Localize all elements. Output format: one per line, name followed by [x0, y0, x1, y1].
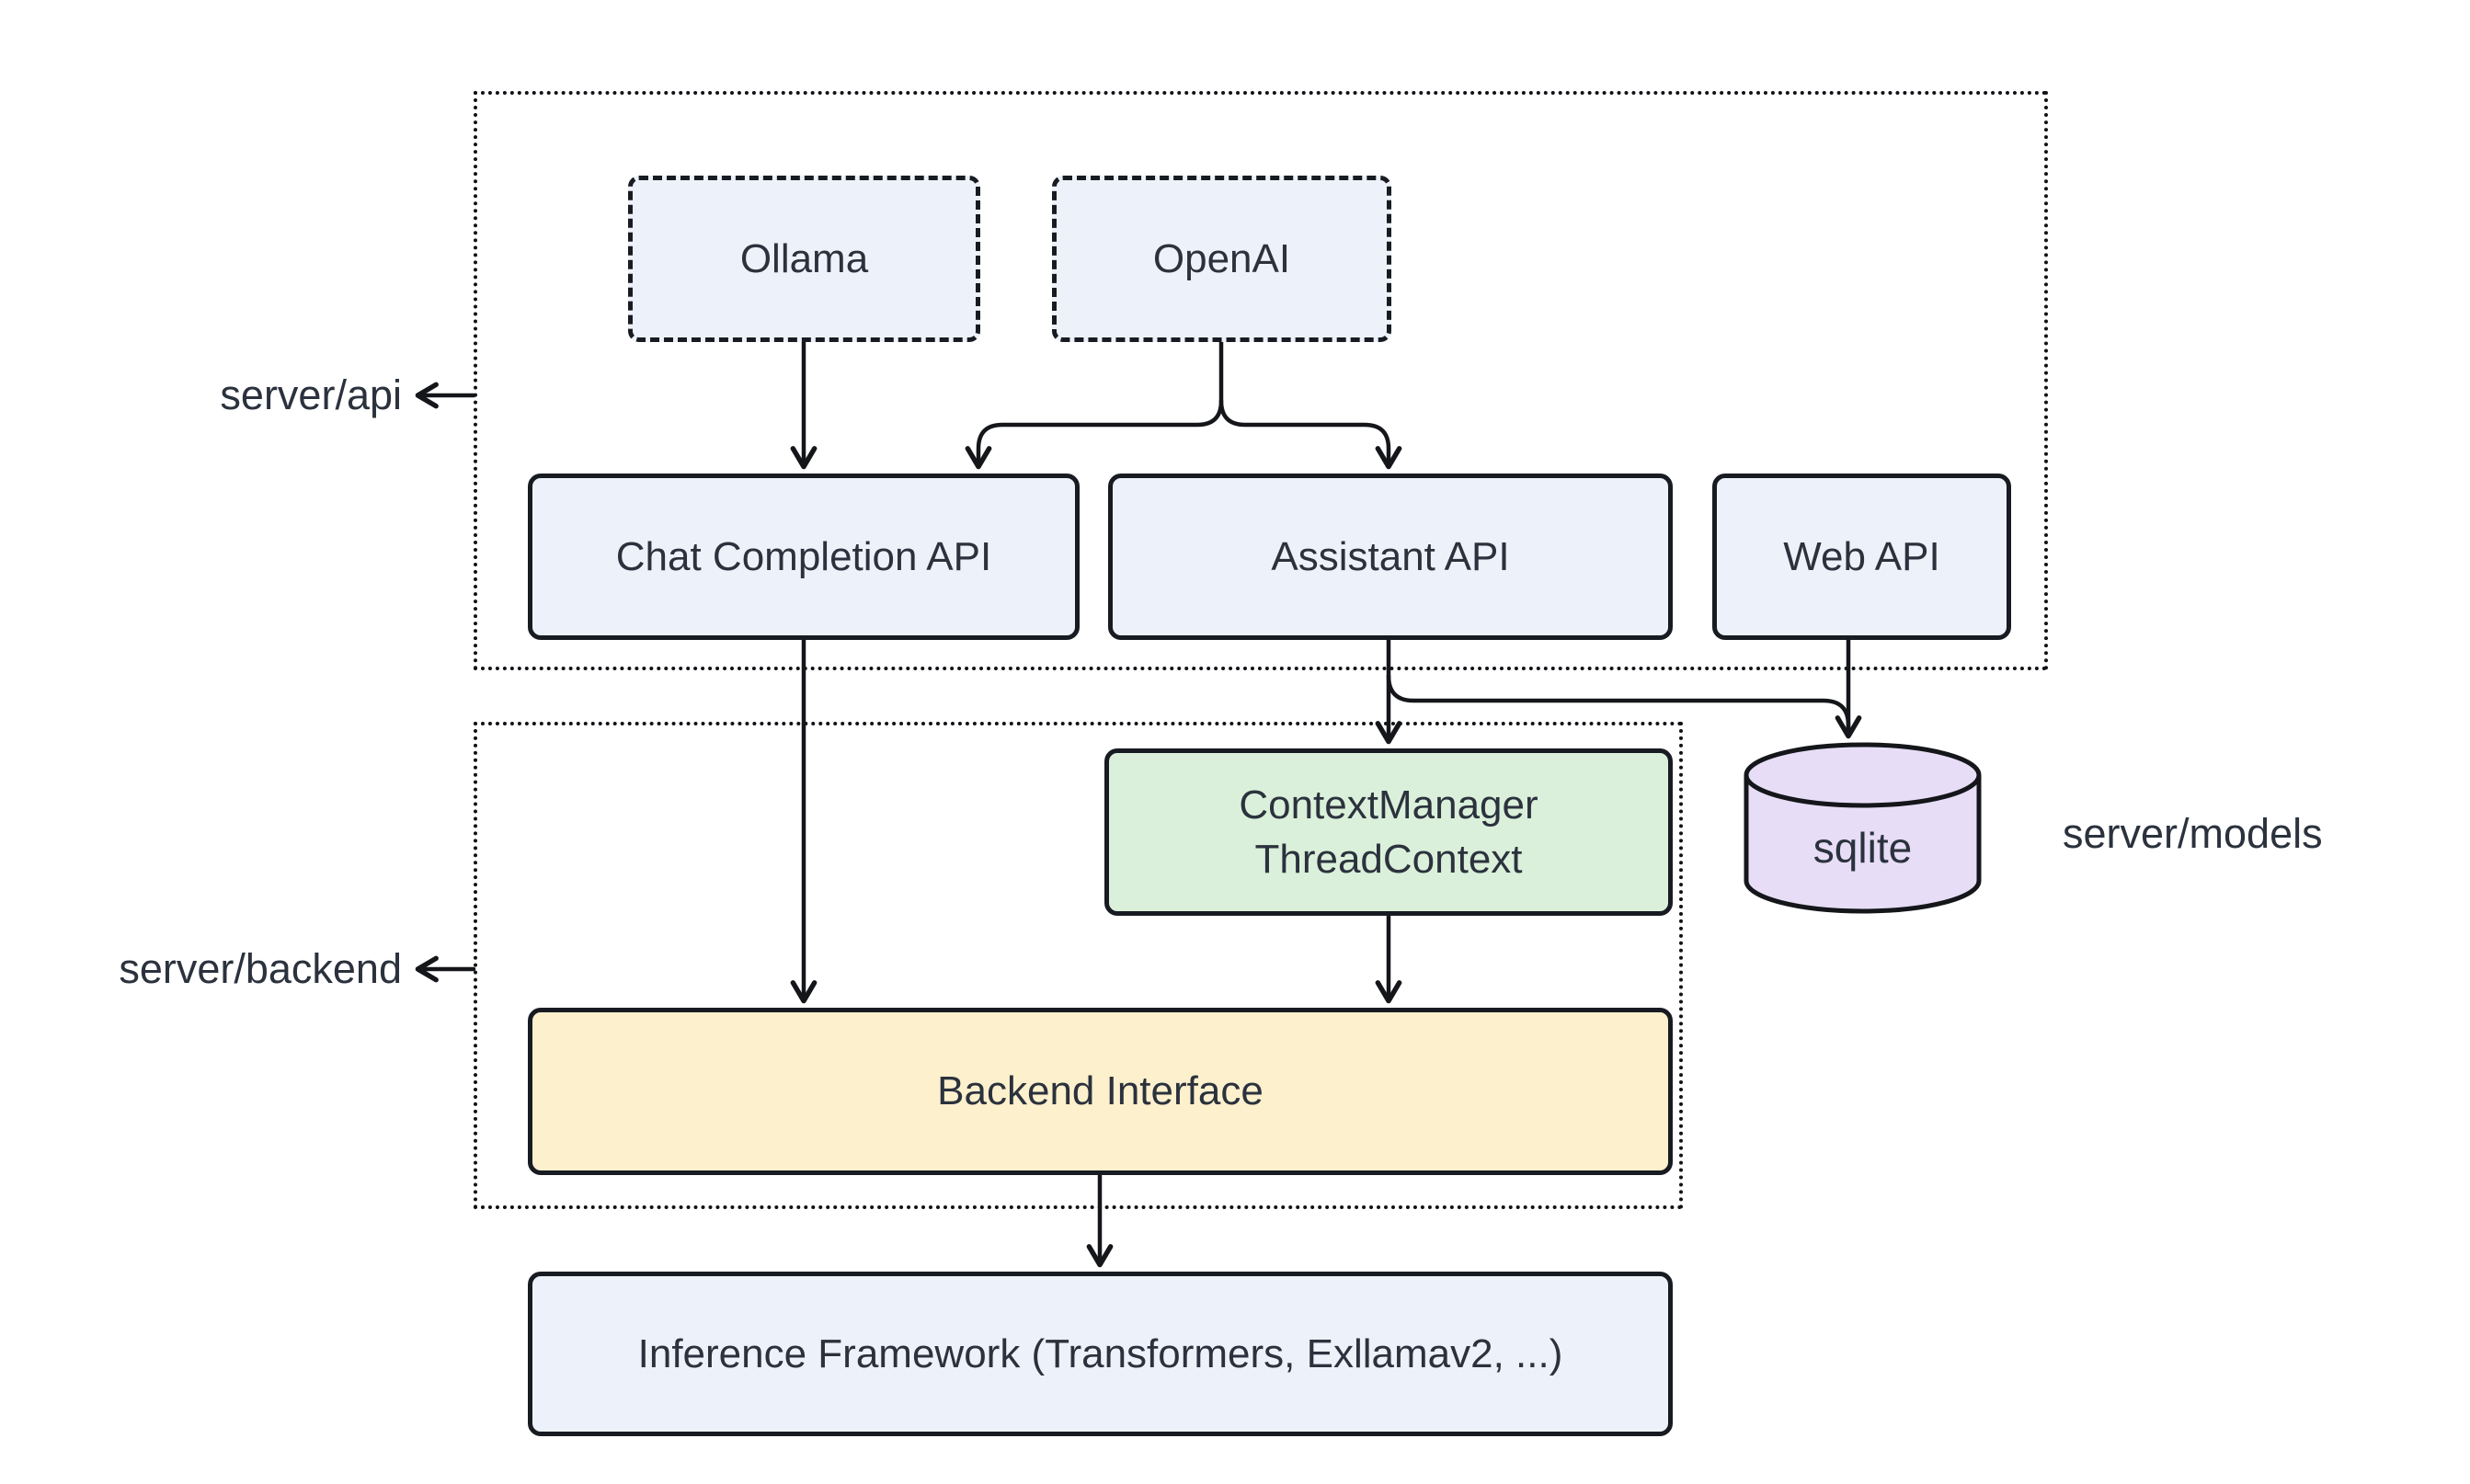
node-inference-framework: Inference Framework (Transformers, Exlla…: [528, 1272, 1673, 1436]
node-context-manager: ContextManager ThreadContext: [1104, 748, 1673, 916]
node-sqlite-label: sqlite: [1812, 824, 1913, 872]
sqlite-cylinder: [1744, 742, 1982, 914]
node-assistant-api: Assistant API: [1108, 474, 1673, 640]
group-server-api: [474, 91, 2048, 670]
node-context-manager-line1: ContextManager: [1239, 782, 1538, 828]
label-server-models: server/models: [2063, 810, 2323, 857]
edge-openai-assistant: [1218, 398, 1402, 470]
node-chat-completion-api: Chat Completion API: [528, 474, 1080, 640]
node-assistant-api-label: Assistant API: [1271, 533, 1510, 579]
node-backend-interface-label: Backend Interface: [937, 1068, 1264, 1114]
node-context-manager-line2: ThreadContext: [1254, 837, 1523, 882]
label-server-backend: server/backend: [119, 945, 402, 992]
edge-assistant-sqlite: [1386, 673, 1851, 733]
label-server-api: server/api: [220, 371, 402, 418]
group-server-backend: [474, 722, 1683, 1209]
node-ollama-label: Ollama: [739, 235, 869, 281]
edge-openai-chatcompletion: [965, 339, 1224, 470]
node-openai-label: OpenAI: [1152, 235, 1291, 281]
node-web-api-label: Web API: [1783, 533, 1940, 579]
node-ollama: Ollama: [628, 176, 980, 342]
node-openai: OpenAI: [1052, 176, 1391, 342]
node-web-api: Web API: [1712, 474, 2011, 640]
node-backend-interface: Backend Interface: [528, 1008, 1673, 1175]
node-chat-completion-api-label: Chat Completion API: [615, 533, 992, 579]
node-inference-framework-label: Inference Framework (Transformers, Exlla…: [637, 1330, 1563, 1376]
